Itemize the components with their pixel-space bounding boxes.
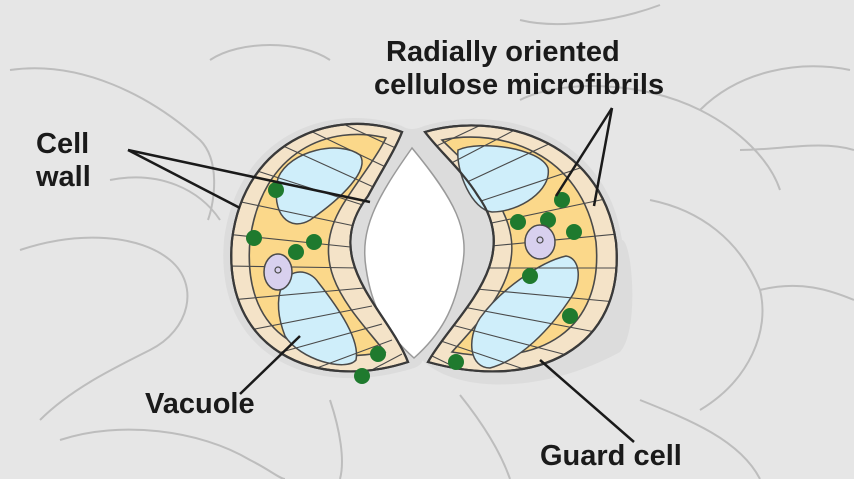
label-cell-wall: Cell wall [36, 128, 91, 194]
label-radial-line1: Radially oriented [386, 36, 664, 69]
label-guard-cell: Guard cell [540, 440, 682, 473]
label-radially-oriented-microfibrils: Radially oriented cellulose microfibrils [386, 36, 664, 102]
label-cell-wall-line2: wall [36, 161, 91, 194]
label-radial-line2: cellulose microfibrils [374, 69, 664, 102]
label-vacuole: Vacuole [145, 388, 255, 421]
nucleus-left [264, 254, 292, 290]
label-cell-wall-line1: Cell [36, 128, 91, 161]
nucleus-right [525, 225, 555, 259]
